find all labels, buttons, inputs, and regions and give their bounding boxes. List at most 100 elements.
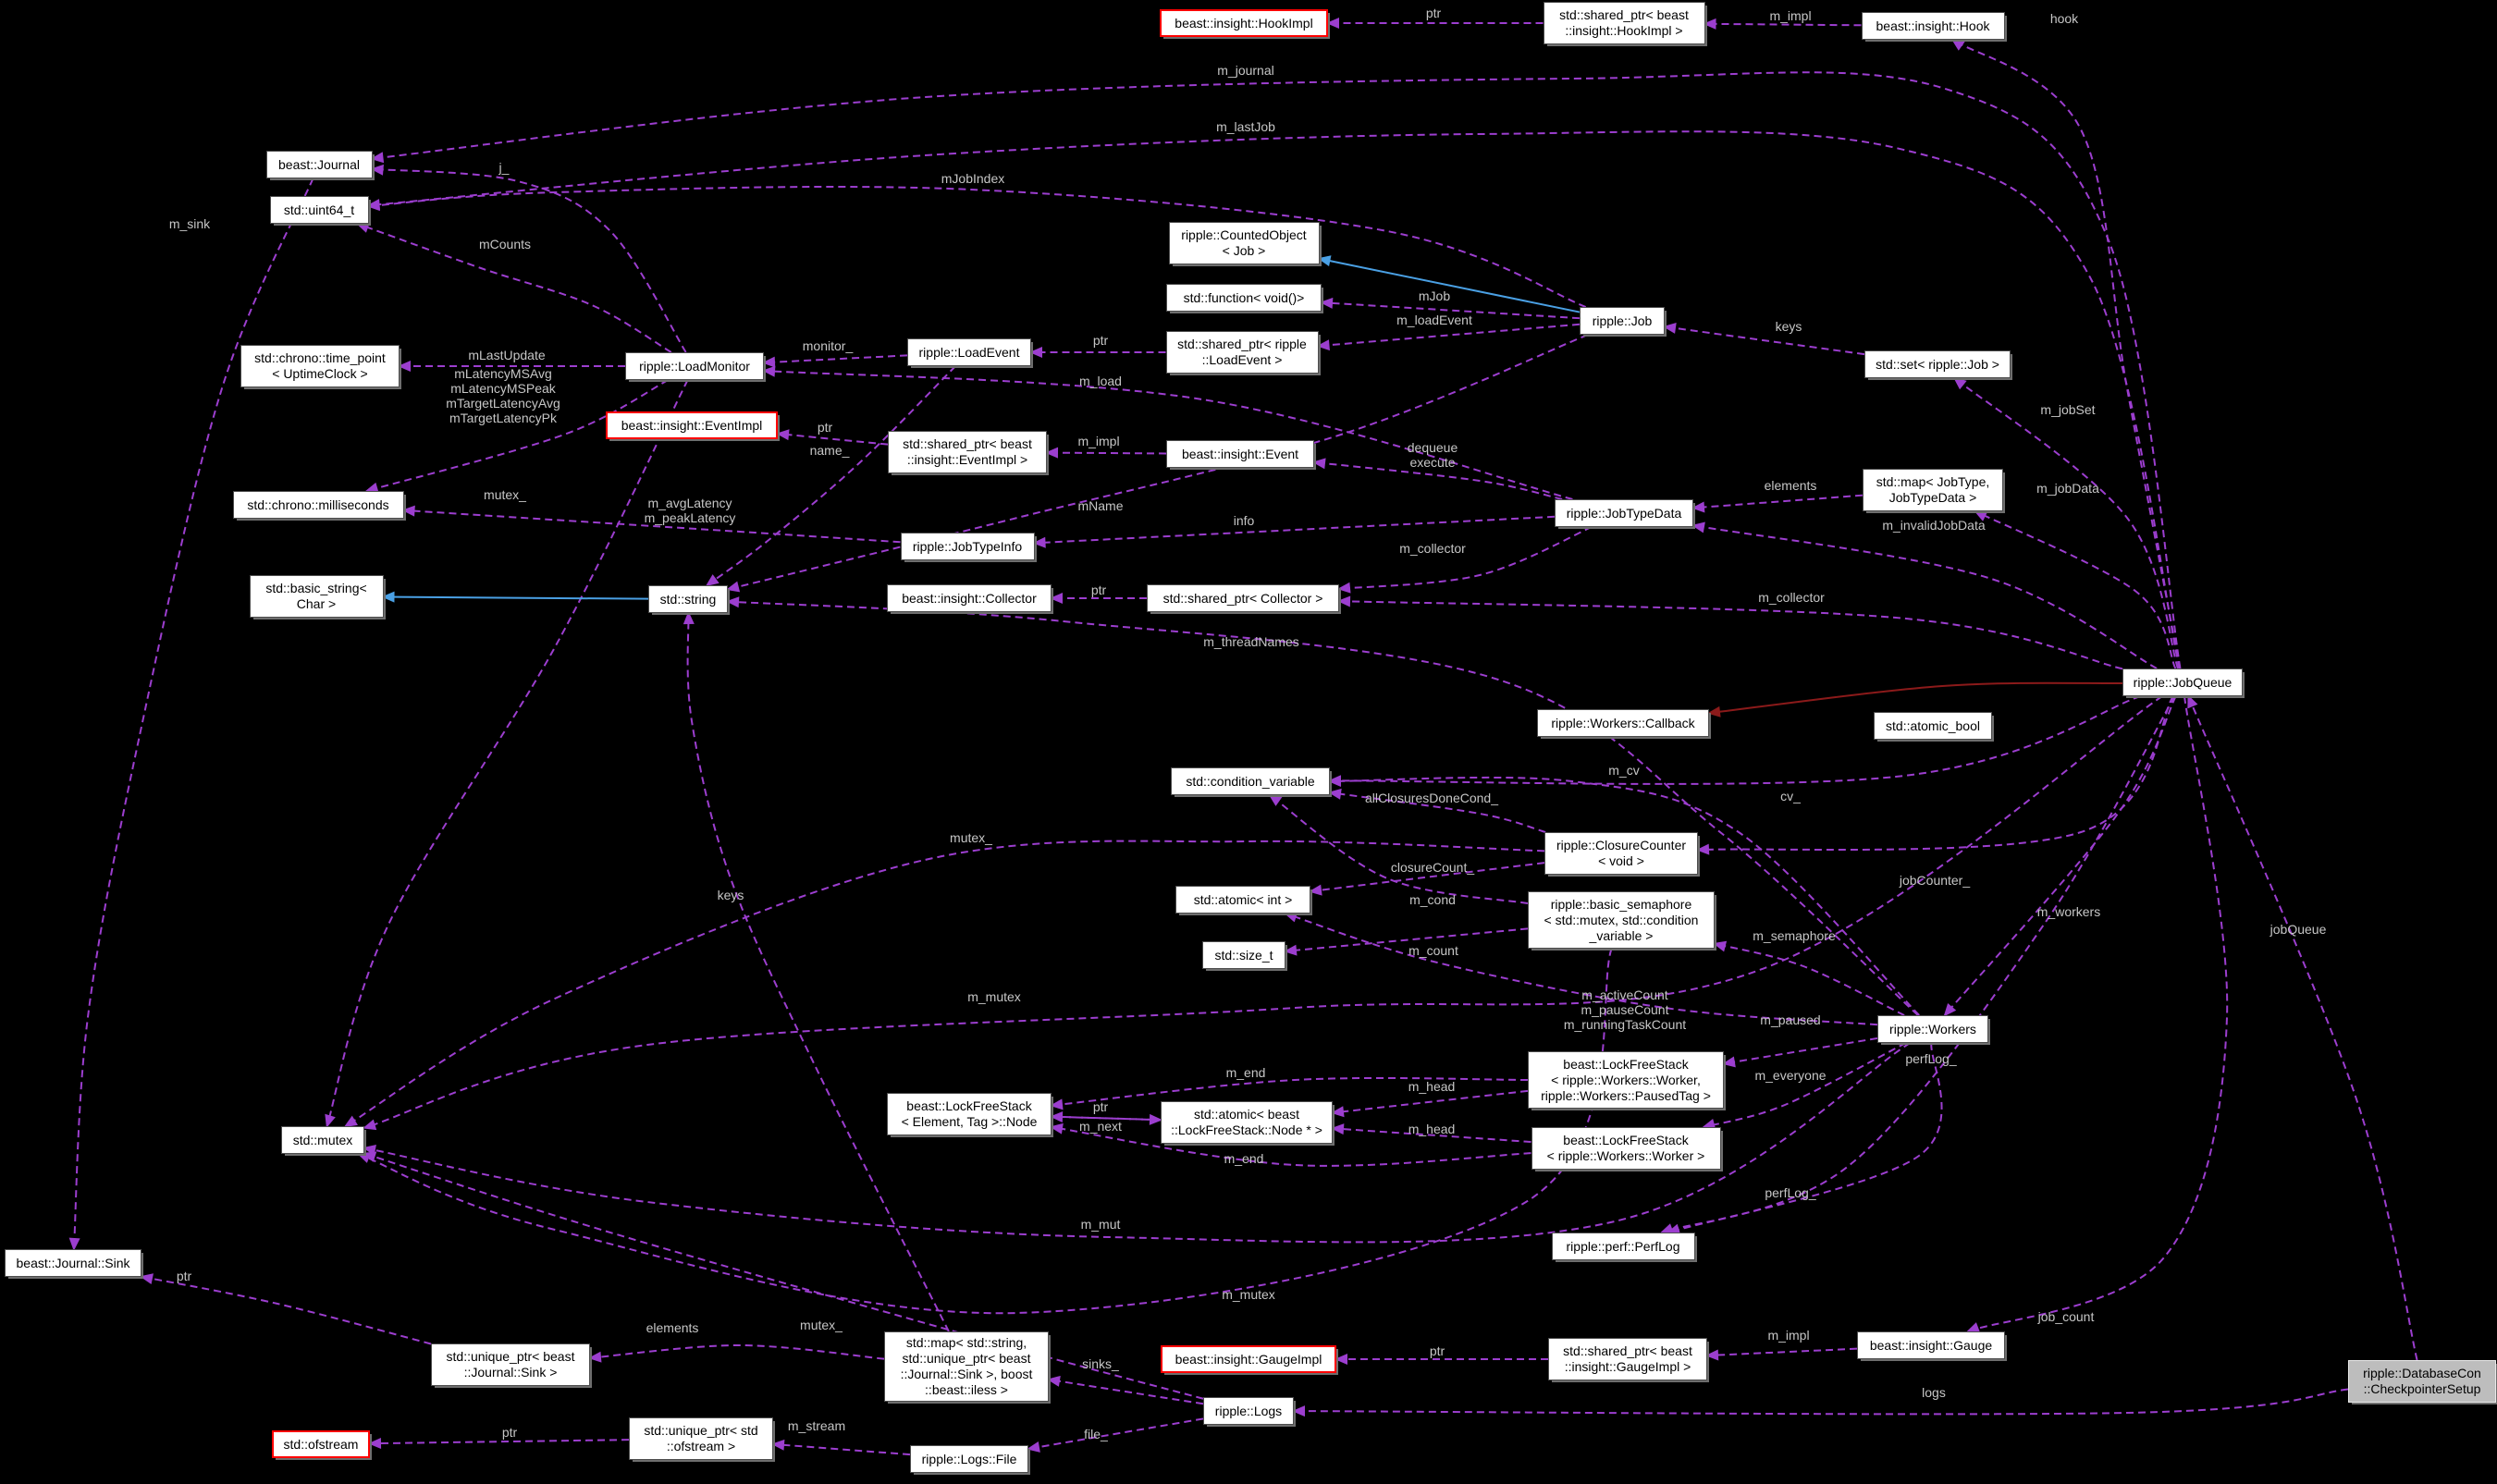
edge-jobqueue-to-mutex — [363, 695, 2163, 1131]
edge-workers-to-semaphore — [1713, 940, 1905, 1016]
node-eventimpl[interactable]: beast::insight::EventImpl — [606, 411, 778, 439]
node-hookimpl[interactable]: beast::insight::HookImpl — [1160, 9, 1328, 37]
node-collector[interactable]: beast::insight::Collector — [887, 584, 1052, 612]
edge-jobqueue-to-sptr_collector — [1337, 595, 2123, 670]
edge-string-to-basic_string — [381, 591, 649, 603]
edge-hook-to-sptr_hookimpl — [1703, 18, 1862, 30]
node-map_sinks[interactable]: std::map< std::string, std::unique_ptr< … — [884, 1331, 1049, 1402]
node-ofstream[interactable]: std::ofstream — [272, 1430, 370, 1458]
edge-workers-to-lfs_worker — [1702, 1042, 1907, 1130]
node-uptr_ofstream[interactable]: std::unique_ptr< std ::ofstream > — [629, 1417, 773, 1460]
edge-map_jobtype-to-jobtypedata — [1691, 494, 1864, 513]
node-jobtypeinfo[interactable]: ripple::JobTypeInfo — [900, 533, 1035, 560]
edge-uptr_sink-to-sink — [140, 1273, 432, 1345]
edge-jobqueue-to-set_job — [1952, 376, 2179, 669]
edge-jobqueue-to-map_jobtype — [1974, 510, 2177, 669]
edge-logs-to-mutex — [363, 1151, 1204, 1400]
edge-closurecounter-to-mutex — [343, 840, 1545, 1128]
edge-workers-to-perflog — [1667, 1042, 1943, 1235]
node-logsfile[interactable]: ripple::Logs::File — [910, 1445, 1028, 1473]
edge-jobtypedata-to-jobtypeinfo — [1032, 515, 1556, 548]
node-loadmonitor[interactable]: ripple::LoadMonitor — [625, 352, 764, 380]
node-callback[interactable]: ripple::Workers::Callback — [1537, 709, 1709, 737]
edge-workers-to-condvar — [1328, 775, 1920, 1016]
edge-jobqueue-to-callback — [1707, 681, 2123, 717]
node-perflog[interactable]: ripple::perf::PerfLog — [1551, 1233, 1695, 1260]
edge-map_sinks-to-uptr_sink — [588, 1343, 885, 1363]
edge-loadevent-to-string — [705, 365, 956, 587]
edge-job-to-uint64 — [366, 185, 1587, 308]
node-string[interactable]: std::string — [648, 585, 728, 613]
edge-workers-to-mutex — [363, 1042, 1911, 1244]
edge-event-to-sptr_eventimpl — [1045, 447, 1167, 459]
node-mutex[interactable]: std::mutex — [281, 1126, 364, 1154]
node-sptr_hookimpl[interactable]: std::shared_ptr< beast ::insight::HookIm… — [1543, 2, 1705, 44]
node-lfs_worker[interactable]: beast::LockFreeStack < ripple::Workers::… — [1531, 1127, 1721, 1170]
edge-gauge-to-sptr_gaugeimpl — [1705, 1347, 1858, 1361]
node-uptr_sink[interactable]: std::unique_ptr< beast ::Journal::Sink > — [431, 1343, 590, 1386]
edge-node-to-atomic_node — [1051, 1113, 1162, 1125]
node-sink[interactable]: beast::Journal::Sink — [5, 1249, 141, 1277]
node-job[interactable]: ripple::Job — [1580, 307, 1665, 335]
node-uint64[interactable]: std::uint64_t — [269, 196, 369, 224]
edge-loadmonitor-to-milliseconds — [364, 379, 669, 494]
node-closurecounter[interactable]: ripple::ClosureCounter < void > — [1544, 832, 1698, 875]
node-sptr_collector[interactable]: std::shared_ptr< Collector > — [1147, 584, 1339, 612]
node-sptr_gaugeimpl[interactable]: std::shared_ptr< beast ::insight::GaugeI… — [1548, 1338, 1707, 1380]
node-countedobject[interactable]: ripple::CountedObject < Job > — [1168, 222, 1320, 264]
edge-jobqueue-to-hook — [1950, 38, 2182, 669]
edge-loadevent-to-loadmonitor — [762, 354, 908, 368]
edge-logsfile-to-uptr_ofstream — [771, 1439, 911, 1456]
edge-workers-to-string — [726, 596, 1919, 1016]
node-journal[interactable]: beast::Journal — [265, 151, 373, 178]
node-semaphore[interactable]: ripple::basic_semaphore < std::mutex, st… — [1528, 891, 1715, 949]
edge-job-to-string — [726, 334, 1589, 593]
edge-job-to-function — [1320, 297, 1581, 320]
node-jobtypedata[interactable]: ripple::JobTypeData — [1555, 499, 1693, 527]
edge-jobqueue-to-jobtypedata — [1691, 521, 2158, 669]
node-sptr_eventimpl[interactable]: std::shared_ptr< beast ::insight::EventI… — [888, 431, 1047, 473]
node-logs[interactable]: ripple::Logs — [1203, 1397, 1294, 1425]
node-hook[interactable]: beast::insight::Hook — [1861, 12, 2005, 40]
node-node[interactable]: beast::LockFreeStack < Element, Tag >::N… — [887, 1093, 1052, 1135]
node-lfs_paused[interactable]: beast::LockFreeStack < ripple::Workers::… — [1528, 1051, 1724, 1109]
node-function[interactable]: std::function< void()> — [1166, 284, 1322, 312]
edge-workers-to-atomic_int — [1284, 912, 1878, 1026]
node-gauge[interactable]: beast::insight::Gauge — [1857, 1331, 2005, 1359]
node-timepoint[interactable]: std::chrono::time_point < UptimeClock > — [240, 345, 400, 387]
edge-logs-to-logsfile — [1027, 1417, 1204, 1453]
edge-lfs_worker-to-atomic_node — [1331, 1123, 1531, 1143]
node-atomic_bool[interactable]: std::atomic_bool — [1874, 712, 1992, 740]
node-condvar[interactable]: std::condition_variable — [1171, 767, 1330, 795]
edge-loadmonitor-to-journal — [370, 164, 687, 353]
node-sptr_loadevent[interactable]: std::shared_ptr< ripple ::LoadEvent > — [1165, 331, 1319, 374]
node-milliseconds[interactable]: std::chrono::milliseconds — [232, 491, 404, 519]
node-gaugeimpl[interactable]: beast::insight::GaugeImpl — [1161, 1345, 1336, 1373]
node-basic_string[interactable]: std::basic_string< Char > — [249, 575, 384, 618]
node-atomic_node[interactable]: std::atomic< beast ::LockFreeStack::Node… — [1161, 1101, 1333, 1144]
node-workers[interactable]: ripple::Workers — [1877, 1015, 1988, 1043]
node-jobqueue[interactable]: ripple::JobQueue — [2122, 668, 2243, 696]
node-dbcon[interactable]: ripple::DatabaseCon ::CheckpointerSetup — [2348, 1360, 2496, 1403]
edge-jobqueue-to-journal — [370, 71, 2182, 669]
edge-jobqueue-to-gauge — [1965, 695, 2229, 1333]
edge-closurecounter-to-condvar — [1328, 788, 1546, 833]
node-event[interactable]: beast::insight::Event — [1166, 440, 1314, 468]
edge-jobqueue-to-uint64 — [366, 130, 2181, 669]
edge-lfs_worker-to-node — [1050, 1122, 1531, 1167]
edge-journal-to-sink — [68, 178, 314, 1251]
edge-sptr_eventimpl-to-eventimpl — [776, 429, 889, 446]
node-atomic_int[interactable]: std::atomic< int > — [1175, 886, 1310, 914]
edge-jobtypedata-to-event — [1312, 458, 1563, 500]
node-size_t[interactable]: std::size_t — [1202, 941, 1285, 969]
edge-job-to-countedobject — [1317, 255, 1581, 313]
node-set_job[interactable]: std::set< ripple::Job > — [1864, 350, 2011, 378]
edge-jobtypedata-to-sptr_collector — [1337, 526, 1593, 594]
edge-jobqueue-to-condvar — [1328, 695, 2141, 787]
node-loadevent[interactable]: ripple::LoadEvent — [907, 338, 1031, 366]
node-map_jobtype[interactable]: std::map< JobType, JobTypeData > — [1863, 469, 2003, 511]
edge-job-to-sptr_loadevent — [1316, 323, 1581, 351]
edge-set_job-to-job — [1663, 323, 1865, 356]
edge-loadmonitor-to-uint64 — [355, 222, 672, 353]
